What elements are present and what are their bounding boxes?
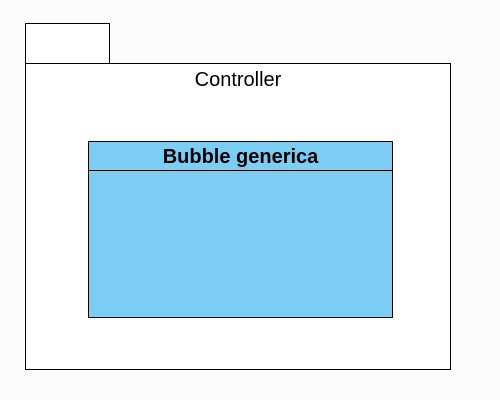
class-bubble-generica[interactable]: Bubble generica [88, 141, 393, 318]
class-name-header: Bubble generica [89, 142, 392, 171]
class-body [89, 171, 392, 317]
package-tab [25, 23, 110, 63]
package-title: Controller [194, 69, 282, 91]
